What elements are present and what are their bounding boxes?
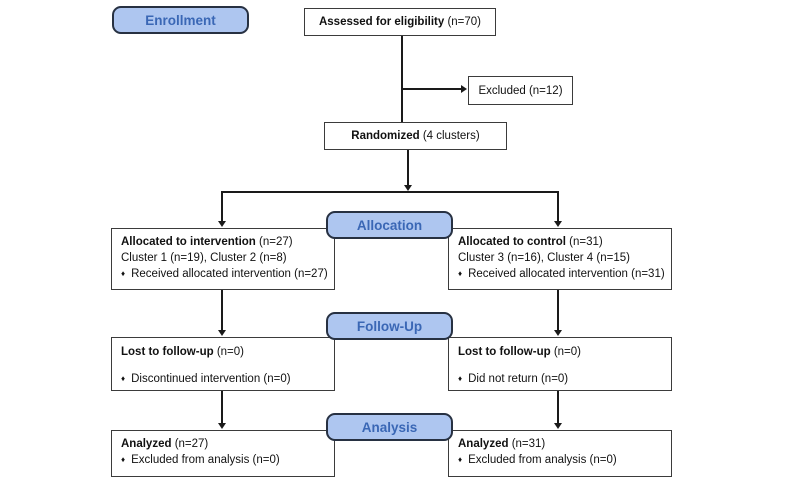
analysis-intervention-box: Analyzed (n=27) ♦ Excluded from analysis … (111, 430, 335, 477)
allocation-control-heading-bold: Allocated to control (458, 236, 566, 248)
arrowhead-analysis-left (218, 423, 226, 429)
diamond-bullet-icon: ♦ (458, 374, 463, 383)
arrowhead-followup-left (218, 330, 226, 336)
assessed-text-bold: Assessed for eligibility (318, 16, 445, 28)
connector-alloc-to-followup-left (221, 290, 223, 330)
stage-label-allocation: Allocation (326, 211, 453, 239)
analysis-intervention-heading-rest: (n=27) (171, 438, 209, 450)
analysis-control-bullet-text: Excluded from analysis (n=0) (468, 454, 617, 466)
analysis-intervention-bullet-line: ♦ Excluded from analysis (n=0) (121, 452, 325, 468)
followup-intervention-box: Lost to follow-up (n=0) ♦ Discontinued in… (111, 337, 335, 391)
assessed-box: Assessed for eligibility (n=70) (304, 8, 496, 36)
connector-followup-to-analysis-left (221, 391, 223, 424)
connector-randomized-down (407, 150, 409, 186)
followup-control-bullet-text: Did not return (n=0) (468, 373, 569, 385)
randomized-box: Randomized (4 clusters) (324, 122, 507, 150)
allocation-intervention-heading: Allocated to intervention (n=27) (121, 234, 325, 250)
connector-branch-right (557, 191, 559, 221)
assessed-text: Assessed for eligibility (n=70) (319, 14, 481, 30)
stage-label-analysis: Analysis (326, 413, 453, 441)
excluded-text: Excluded (n=12) (478, 84, 563, 97)
excluded-box: Excluded (n=12) (468, 76, 573, 105)
allocation-intervention-bullet-text: Received allocated intervention (n=27) (131, 268, 328, 280)
diamond-bullet-icon: ♦ (121, 374, 126, 383)
connector-alloc-to-followup-right (557, 290, 559, 330)
arrowhead-randomized-down (404, 185, 412, 191)
analysis-intervention-bullet-text: Excluded from analysis (n=0) (131, 454, 280, 466)
arrowhead-allocation-right (554, 221, 562, 227)
followup-control-heading-bold: Lost to follow-up (458, 346, 551, 358)
branch-line (221, 191, 559, 193)
followup-intervention-bullet-text: Discontinued intervention (n=0) (131, 373, 291, 385)
followup-intervention-heading: Lost to follow-up (n=0) (121, 344, 325, 360)
allocation-intervention-heading-rest: (n=27) (255, 236, 293, 248)
arrowhead-followup-right (554, 330, 562, 336)
allocation-control-bullet-line: ♦ Received allocated intervention (n=31) (458, 266, 665, 282)
assessed-text-rest: (n=70) (444, 16, 482, 28)
analysis-control-box: Analyzed (n=31) ♦ Excluded from analysis … (448, 430, 672, 477)
arrowhead-analysis-right (554, 423, 562, 429)
diamond-bullet-icon: ♦ (458, 455, 463, 464)
analysis-control-bullet-line: ♦ Excluded from analysis (n=0) (458, 452, 662, 468)
analysis-control-heading-bold: Analyzed (458, 438, 509, 450)
stage-label-enrollment-text: Enrollment (145, 12, 216, 28)
stage-label-followup-text: Follow-Up (356, 318, 423, 334)
followup-intervention-heading-bold: Lost to follow-up (121, 346, 214, 358)
connector-branch-left (221, 191, 223, 221)
followup-control-heading-rest: (n=0) (550, 346, 581, 358)
arrowhead-excluded (461, 85, 467, 93)
followup-control-heading: Lost to follow-up (n=0) (458, 344, 662, 360)
followup-intervention-bullet-line: ♦ Discontinued intervention (n=0) (121, 371, 325, 387)
diamond-bullet-icon: ♦ (121, 269, 126, 278)
followup-control-bullet-line: ♦ Did not return (n=0) (458, 371, 662, 387)
followup-control-box: Lost to follow-up (n=0) ♦ Did not return … (448, 337, 672, 391)
randomized-text: Randomized (4 clusters) (351, 128, 479, 144)
allocation-control-clusters: Cluster 3 (n=16), Cluster 4 (n=15) (458, 252, 630, 264)
allocation-control-box: Allocated to control (n=31) Cluster 3 (n… (448, 228, 672, 290)
arrowhead-allocation-left (218, 221, 226, 227)
connector-assessed-to-randomized (401, 36, 403, 124)
randomized-text-bold: Randomized (351, 130, 420, 142)
stage-label-enrollment: Enrollment (112, 6, 249, 34)
allocation-intervention-heading-bold: Allocated to intervention (121, 236, 256, 248)
allocation-intervention-clusters: Cluster 1 (n=19), Cluster 2 (n=8) (121, 252, 287, 264)
analysis-intervention-heading-bold: Analyzed (121, 438, 172, 450)
stage-label-allocation-text: Allocation (356, 217, 423, 233)
randomized-text-rest: (4 clusters) (419, 130, 480, 142)
allocation-control-bullet-text: Received allocated intervention (n=31) (468, 268, 665, 280)
stage-label-analysis-text: Analysis (361, 419, 418, 435)
diamond-bullet-icon: ♦ (458, 269, 463, 278)
allocation-control-heading-rest: (n=31) (565, 236, 603, 248)
analysis-control-heading-rest: (n=31) (508, 438, 546, 450)
analysis-control-heading: Analyzed (n=31) (458, 436, 662, 452)
connector-followup-to-analysis-right (557, 391, 559, 424)
allocation-intervention-bullet-line: ♦ Received allocated intervention (n=27) (121, 266, 328, 282)
diamond-bullet-icon: ♦ (121, 455, 126, 464)
followup-intervention-heading-rest: (n=0) (213, 346, 244, 358)
stage-label-followup: Follow-Up (326, 312, 453, 340)
connector-to-excluded (402, 88, 461, 90)
allocation-control-heading: Allocated to control (n=31) (458, 234, 662, 250)
allocation-intervention-box: Allocated to intervention (n=27) Cluster… (111, 228, 335, 290)
analysis-intervention-heading: Analyzed (n=27) (121, 436, 325, 452)
